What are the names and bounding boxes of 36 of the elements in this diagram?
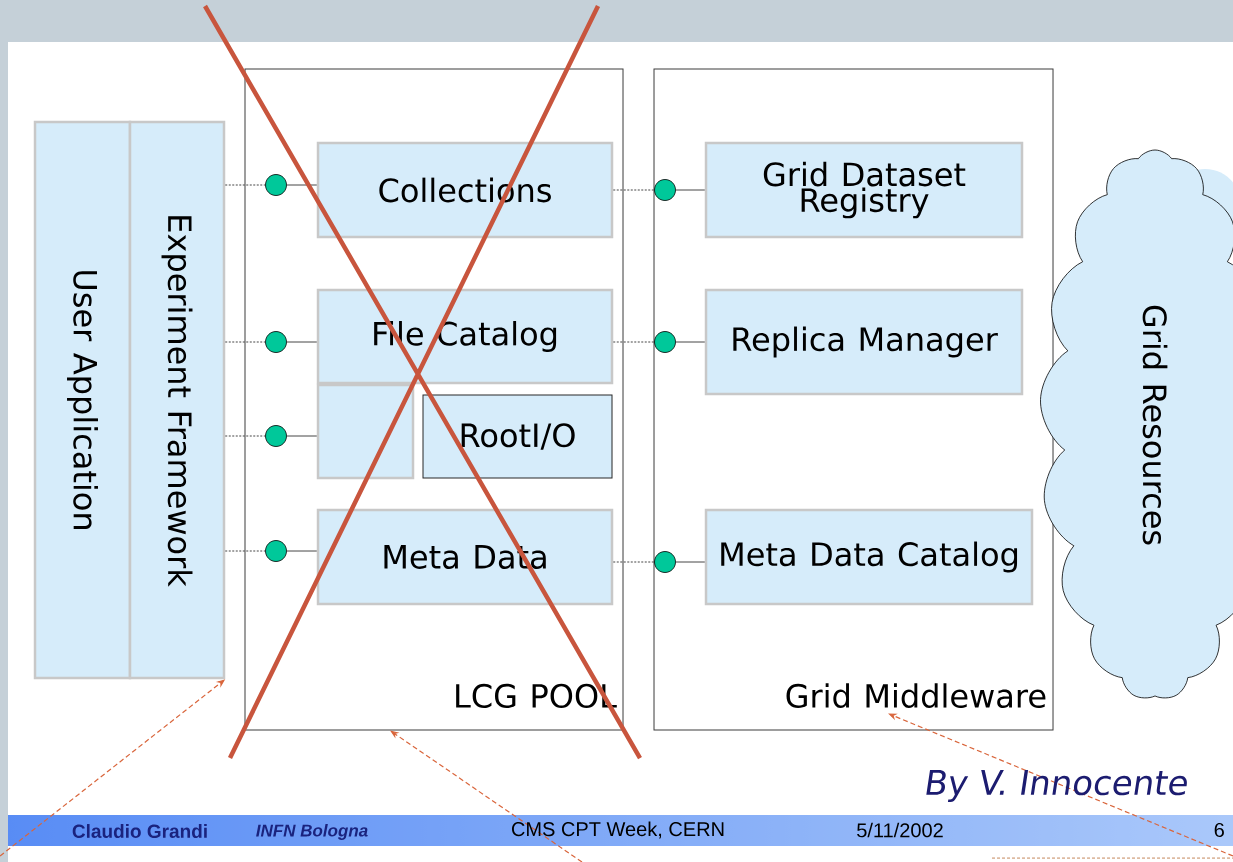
interface-circle — [654, 331, 676, 353]
interface-circle — [265, 174, 287, 196]
interface-circle — [654, 551, 676, 573]
component-box — [316, 383, 415, 480]
connector-line — [612, 341, 655, 343]
component-box: RootI/O — [422, 394, 613, 479]
interface-circle — [265, 331, 287, 353]
connector-line — [224, 435, 266, 437]
connector-line — [286, 184, 318, 186]
footer-text: 5/11/2002 — [857, 822, 943, 838]
layer-box: User Application — [33, 120, 132, 680]
connector-line — [675, 561, 706, 563]
interface-circle — [265, 540, 287, 562]
connector-line — [224, 184, 266, 186]
footer-text: Claudio Grandi — [72, 824, 207, 838]
connector-line — [675, 341, 706, 343]
interface-circle — [654, 179, 676, 201]
connector-line — [675, 189, 706, 191]
connector-line — [224, 550, 266, 552]
pointer-arrow — [888, 713, 1233, 857]
connector-line — [286, 341, 318, 343]
component-box: Meta Data Catalog — [704, 508, 1034, 606]
interface-circle — [265, 425, 287, 447]
pointer-arrow — [390, 730, 583, 862]
connector-line — [286, 435, 318, 437]
connector-line — [286, 550, 318, 552]
page-number: 6 — [1214, 822, 1224, 838]
connector-line — [224, 341, 266, 343]
component-box: Grid Dataset Registry — [704, 141, 1024, 239]
layer-box: Experiment Framework — [128, 120, 226, 680]
connector-line — [612, 561, 655, 563]
footer-text: CMS CPT Week, CERN — [512, 821, 724, 839]
label-text: By V. Innocente — [926, 770, 1187, 802]
footer-text: INFN Bologna — [256, 824, 368, 840]
component-box: Replica Manager — [704, 288, 1024, 396]
connector-line — [612, 189, 655, 191]
